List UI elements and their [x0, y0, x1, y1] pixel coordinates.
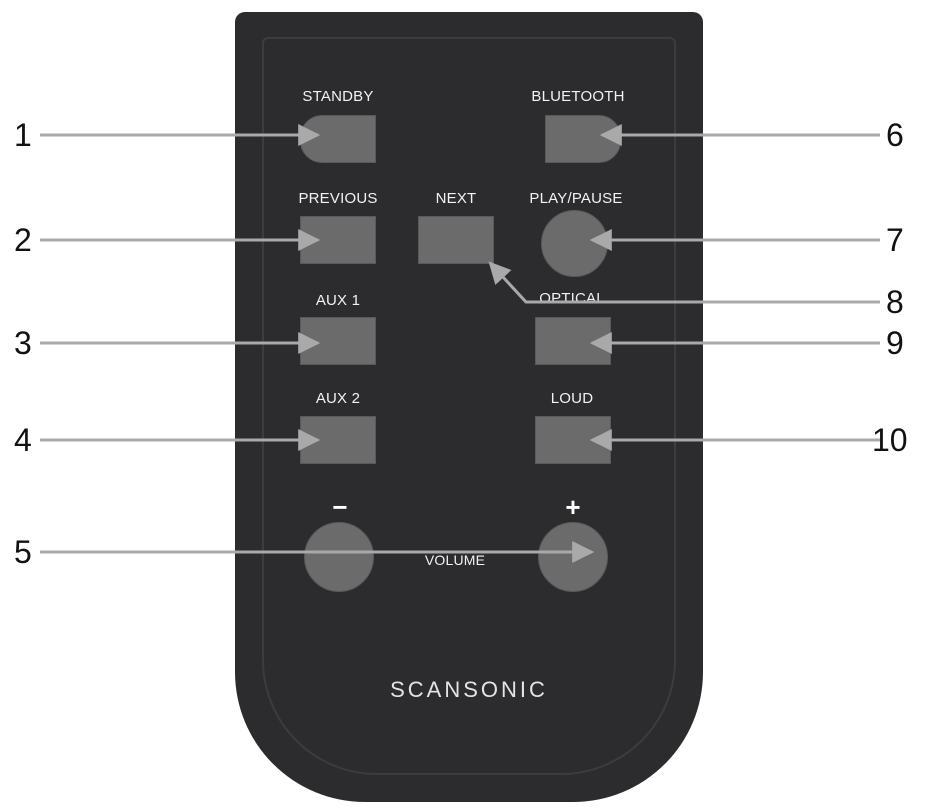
bluetooth-label: BLUETOOTH: [531, 88, 625, 105]
callout-9: 9: [886, 325, 904, 361]
previous-label: PREVIOUS: [298, 190, 378, 207]
aux2-label: AUX 2: [315, 390, 361, 407]
callout-6: 6: [886, 117, 904, 153]
previous-button[interactable]: [300, 216, 376, 264]
next-button[interactable]: [418, 216, 494, 264]
next-label: NEXT: [435, 190, 477, 207]
callout-1: 1: [14, 117, 32, 153]
volume-minus-sign: −: [332, 492, 348, 522]
callout-3: 3: [14, 325, 32, 361]
callout-4: 4: [14, 422, 32, 458]
volume-label: VOLUME: [424, 552, 486, 568]
callout-8: 8: [886, 284, 904, 320]
callout-2: 2: [14, 222, 32, 258]
callout-7: 7: [886, 222, 904, 258]
volume-up-button[interactable]: [538, 522, 608, 592]
volume-down-button[interactable]: [304, 522, 374, 592]
callout-10: 10: [872, 422, 908, 458]
brand-logo-text: SCANSONIC: [390, 677, 548, 702]
aux1-label: AUX 1: [315, 292, 361, 309]
standby-label: STANDBY: [302, 88, 374, 105]
arrow-8: [488, 261, 880, 304]
loud-label: LOUD: [550, 390, 594, 407]
volume-plus-sign: +: [565, 492, 581, 522]
callout-5: 5: [14, 534, 32, 570]
remote-inner-outline: [262, 37, 676, 775]
play-pause-label: PLAY/PAUSE: [529, 190, 623, 207]
